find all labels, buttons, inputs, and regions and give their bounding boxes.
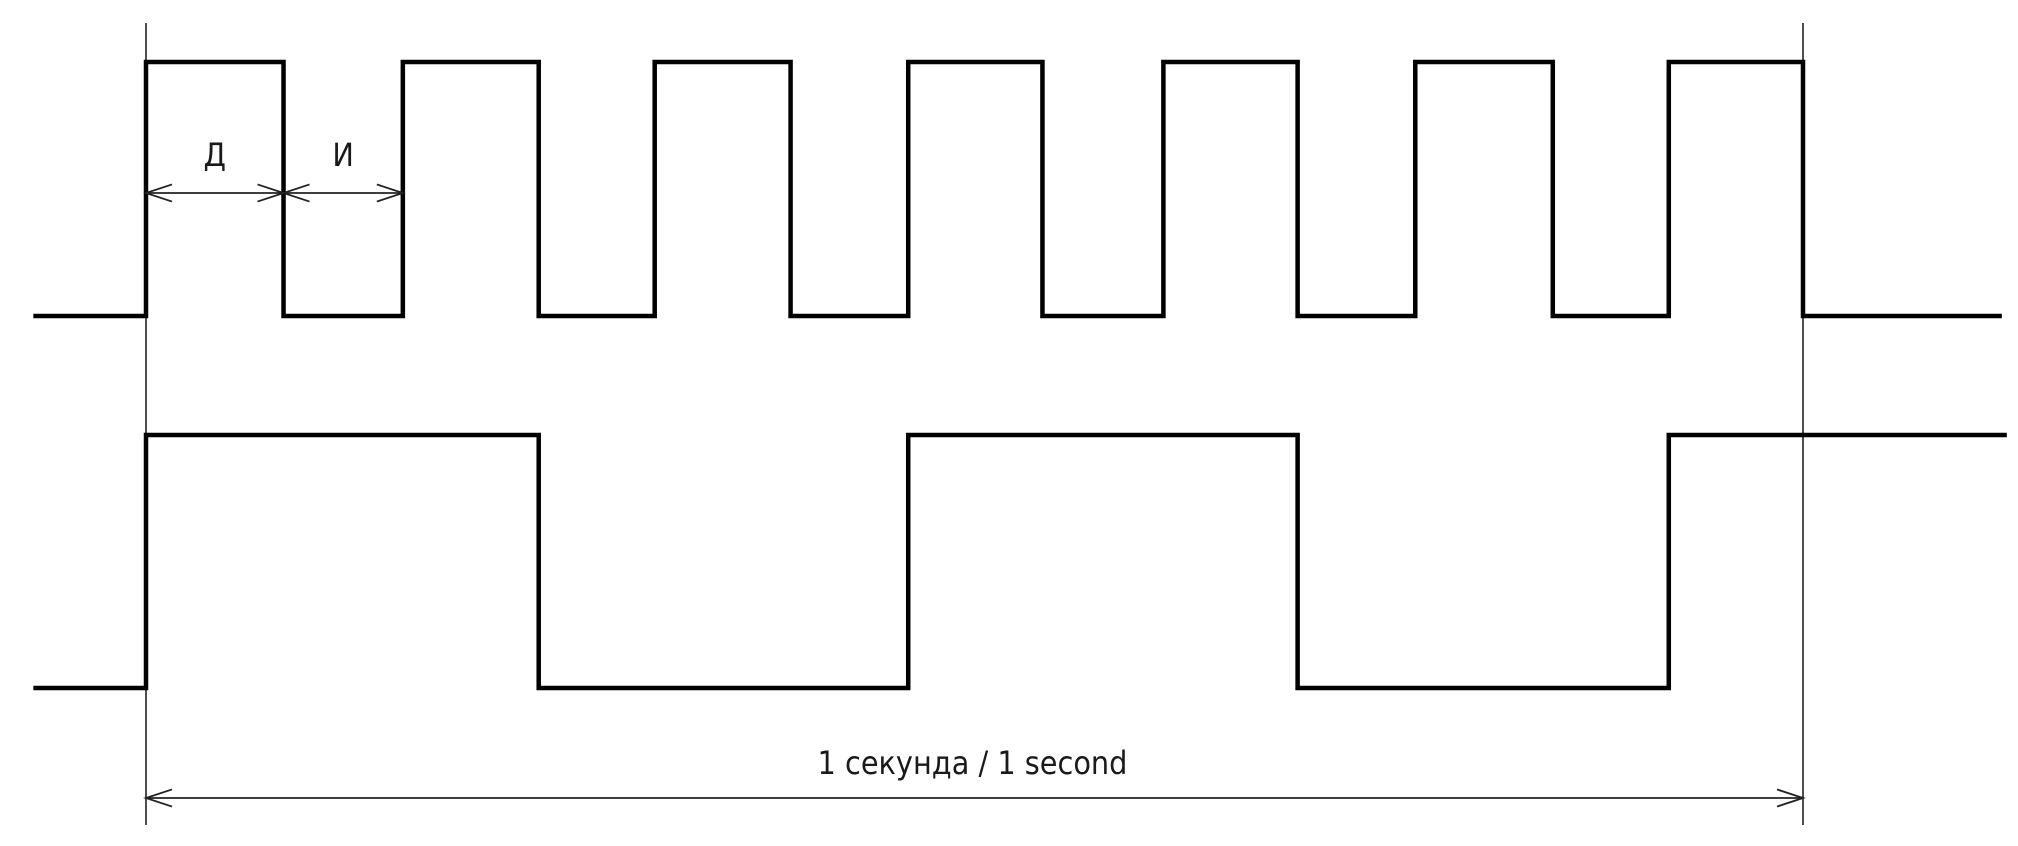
signal-fast-waveform (33, 59, 2002, 319)
span-dimension-arrow (143, 788, 1806, 808)
duration-label-d: Д (204, 136, 227, 174)
span-label: 1 секунда / 1 second (818, 744, 1128, 782)
dimension-arrow-0 (143, 183, 287, 203)
signal-slow-waveform (33, 432, 2007, 691)
dimension-arrow-1 (280, 183, 406, 203)
interval-label-i: И (332, 136, 354, 174)
